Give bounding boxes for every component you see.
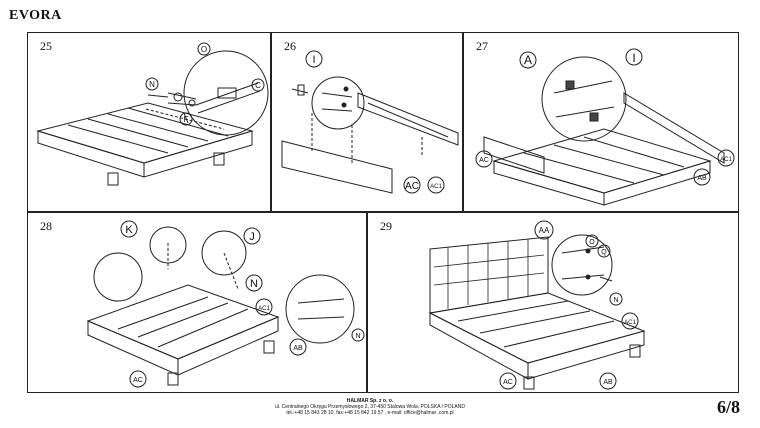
label-k: K xyxy=(125,224,133,236)
step-number: 29 xyxy=(380,219,392,233)
step-25-panel: 25 xyxy=(27,32,271,212)
label-i: I xyxy=(312,54,315,66)
label-ab: AB xyxy=(293,345,303,352)
label-ac: AC xyxy=(479,157,489,164)
step-number: 25 xyxy=(40,39,52,53)
label-i: I xyxy=(632,51,635,65)
step-27-panel: 27 A I AC AC1 AB xyxy=(463,32,739,212)
label-o: O xyxy=(589,239,595,246)
step-26-illustration: I AC AC1 xyxy=(281,50,459,194)
step-number: 26 xyxy=(284,39,296,53)
label-ab: AB xyxy=(697,175,707,182)
label-ac1: AC1 xyxy=(258,306,270,312)
label-aa: AA xyxy=(539,226,550,235)
step-26-panel: 26 I AC AC1 xyxy=(271,32,463,212)
label-ac: AC xyxy=(405,181,419,192)
label-q: Q xyxy=(601,249,607,256)
page-title: EVORA xyxy=(9,8,62,23)
footer: HALMAR Sp. z o. o. ul. Centralnego Okręg… xyxy=(0,398,740,416)
label-ac1: AC1 xyxy=(624,320,636,326)
label-n: N xyxy=(613,297,618,304)
step-28-illustration: K J N AC1 AB AC N xyxy=(86,220,365,388)
step-27-illustration: A I AC AC1 AB xyxy=(475,48,735,206)
step-number: 28 xyxy=(40,219,52,233)
footer-contact: tel.:+48 15 843 28 10, fax:+48 15 842 19… xyxy=(286,410,454,416)
label-ac1: AC1 xyxy=(720,157,732,163)
step-29-illustration: AA O Q N AC1 AC AB xyxy=(428,220,646,390)
step-29-panel: 29 xyxy=(367,212,739,393)
label-o: O xyxy=(201,45,207,54)
label-j: J xyxy=(249,231,255,243)
label-a: A xyxy=(524,53,532,67)
label-ab: AB xyxy=(603,379,613,386)
step-number: 27 xyxy=(476,39,488,53)
footer-address: ul. Centralnego Okręgu Przemysłowego 2, … xyxy=(274,404,465,410)
step-28-panel: 28 K xyxy=(27,212,367,393)
label-f: F xyxy=(184,115,189,124)
label-ac: AC xyxy=(133,377,143,384)
page-number: 6/8 xyxy=(716,397,740,417)
label-n: N xyxy=(149,80,155,89)
label-n: N xyxy=(250,278,258,290)
step-25-illustration: O N C F xyxy=(36,42,269,186)
label-ac: AC xyxy=(503,379,513,386)
label-n-detail: N xyxy=(355,333,360,340)
footer-company: HALMAR Sp. z o. o. xyxy=(346,398,394,404)
label-ac1: AC1 xyxy=(430,184,442,190)
label-c: C xyxy=(255,81,261,90)
